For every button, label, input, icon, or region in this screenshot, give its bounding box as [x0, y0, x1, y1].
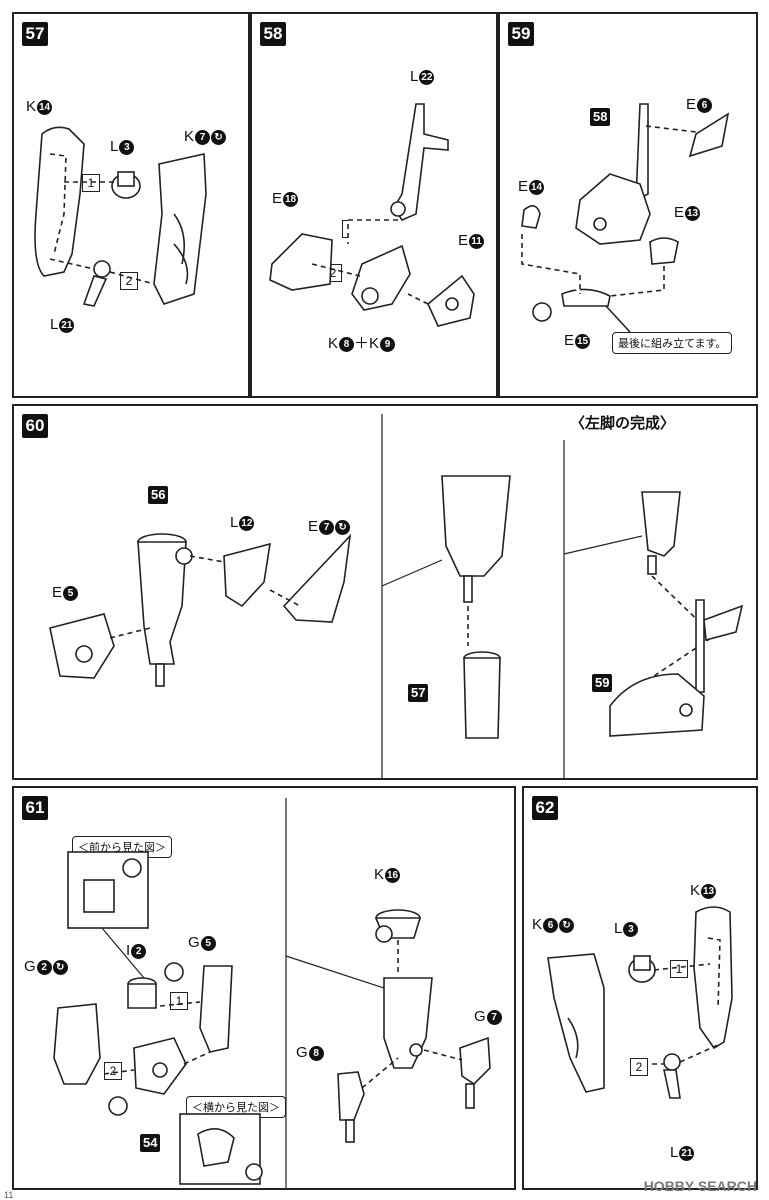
order-marker-2: 2 [630, 1058, 648, 1076]
step-number: 58 [260, 22, 286, 46]
order-marker-1: 1 [170, 992, 188, 1010]
note-side-view: ＜横から見た図＞ [186, 1096, 286, 1118]
leg-parts-drawing [34, 126, 207, 307]
watermark: HOBBY SEARCH [643, 1178, 757, 1194]
panel-step-58: 58 L22 E18 E11 K8＋K9 1 2 [250, 12, 498, 398]
note-assemble-last: 最後に組み立てます。 [612, 332, 733, 354]
ref-step-54: 54 [140, 1134, 161, 1152]
ref-step-59: 59 [592, 674, 613, 692]
knee-parts-drawing [53, 798, 491, 1188]
step-number: 62 [532, 796, 558, 820]
order-marker-2: 2 [104, 1062, 122, 1080]
ref-step-57: 57 [408, 684, 429, 702]
ref-step-56: 56 [148, 486, 169, 504]
left-leg-complete-title: 〈左脚の完成〉 [570, 415, 676, 432]
page-number: 11 [4, 1190, 14, 1200]
step-number: 57 [22, 22, 48, 46]
step-number: 61 [22, 796, 48, 820]
order-marker-1: 1 [670, 960, 688, 978]
order-marker-2: 2 [120, 272, 138, 290]
leg-parts-mirror-drawing [547, 906, 733, 1099]
leg-assembly-drawing [49, 414, 744, 778]
foot-assembly-drawing [521, 103, 730, 333]
order-marker-1: 1 [82, 174, 100, 192]
foot-frame-drawing [269, 103, 475, 327]
step-number: 59 [508, 22, 534, 46]
step-number: 60 [22, 414, 48, 438]
ref-step-58: 58 [590, 108, 611, 126]
